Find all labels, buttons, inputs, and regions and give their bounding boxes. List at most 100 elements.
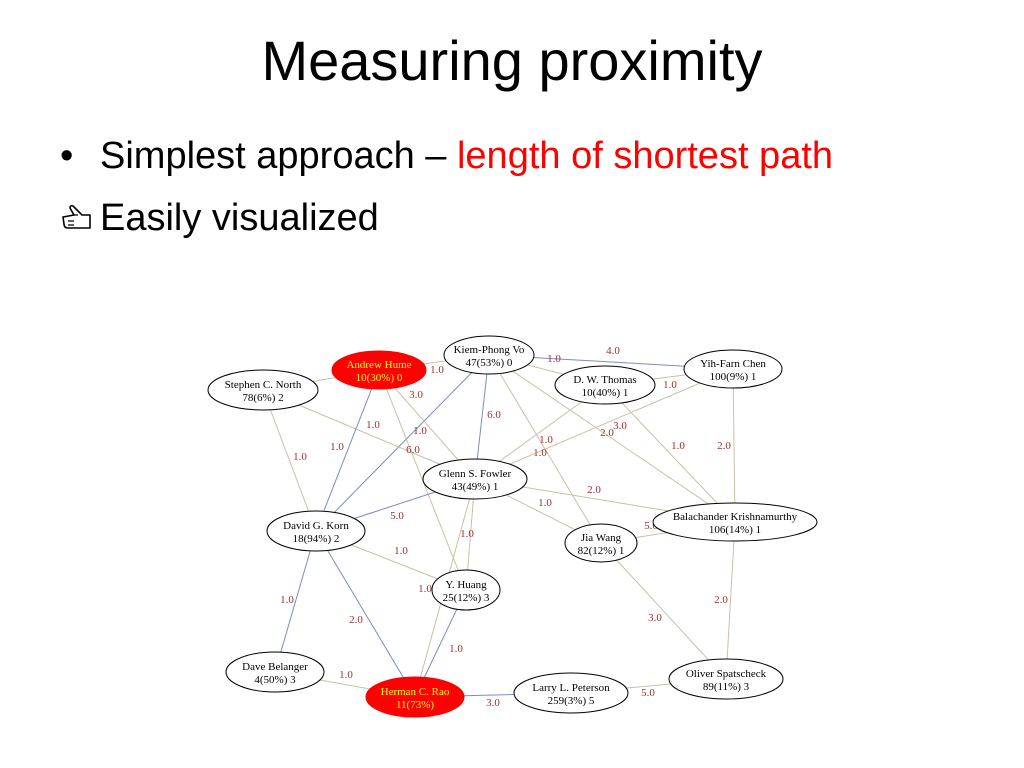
- edge-label-rao-larry: 3.0: [486, 697, 500, 709]
- edge-label-kiem-yih: 4.0: [606, 345, 620, 357]
- node-ellipse-rao: [365, 676, 465, 718]
- edge-label-glenn-korn: 5.0: [390, 510, 404, 522]
- node-name-glenn: Glenn S. Fowler: [439, 468, 512, 480]
- node-name-andrew: Andrew Hume: [346, 359, 411, 371]
- edge-andrew-korn: [315, 369, 380, 532]
- node-ellipse-korn: [266, 510, 366, 552]
- node-stats-rao: 11(73%): [396, 699, 434, 711]
- node-name-thomas: D. W. Thomas: [573, 374, 636, 386]
- node-stats-andrew: 10(30%) 0: [356, 372, 403, 384]
- node-stats-glenn: 43(49%) 1: [452, 481, 499, 493]
- node-ellipse-yih: [683, 349, 783, 389]
- node-name-yih: Yih-Farn Chen: [700, 358, 766, 370]
- node-stats-oliver: 89(11%) 3: [703, 681, 750, 693]
- edge-thomas-bala: [604, 384, 736, 523]
- edge-label-andrew-kiem: 1.0: [430, 364, 444, 376]
- hand-pointing-icon: [60, 198, 100, 241]
- edge-label-kiem-bala: 2.0: [600, 427, 614, 439]
- edge-label-korn-huang: 1.0: [394, 545, 408, 557]
- node-name-huang: Y. Huang: [445, 579, 487, 591]
- node-stats-stephen: 78(6%) 2: [242, 392, 283, 404]
- node-name-stephen: Stephen C. North: [225, 379, 302, 391]
- edge-label-stephen-korn: 1.0: [293, 451, 307, 463]
- edge-kiem-glenn: [474, 354, 490, 480]
- node-stats-jia: 82(12%) 1: [578, 545, 625, 557]
- node-stats-thomas: 10(40%) 1: [582, 387, 629, 399]
- edge-label-glenn-bala: 2.0: [587, 484, 601, 496]
- slide-title: Measuring proximity: [261, 29, 763, 92]
- edge-andrew-huang: [378, 369, 467, 591]
- node-stats-korn: 18(94%) 2: [293, 533, 340, 545]
- bullet-simplest-approach: • Simplest approach – length of shortest …: [60, 135, 833, 178]
- edge-kiem-bala: [488, 354, 736, 523]
- edge-label-glenn-huang: 1.0: [460, 528, 474, 540]
- node-name-larry: Larry L. Peterson: [532, 682, 610, 694]
- node-name-oliver: Oliver Spatscheck: [686, 668, 767, 680]
- edge-label-andrew-glenn: 1.0: [413, 425, 427, 437]
- node-ellipse-andrew: [331, 350, 427, 390]
- edge-label-andrew-huang: 6.0: [406, 444, 420, 456]
- node-ellipse-stephen: [207, 369, 319, 411]
- bullet1-text: Simplest approach –: [100, 135, 457, 177]
- bullet-dot: •: [60, 135, 74, 177]
- edge-label-thomas-yih: 1.0: [663, 379, 677, 391]
- node-ellipse-jia: [564, 523, 638, 563]
- edge-label-kiem-thomas: 1.0: [547, 353, 561, 365]
- node-ellipse-kiem: [443, 335, 535, 375]
- edge-label-korn-dave: 1.0: [280, 594, 294, 606]
- node-ellipse-bala: [652, 502, 818, 542]
- node-ellipse-larry: [513, 672, 629, 714]
- node-name-jia: Jia Wang: [581, 532, 622, 544]
- node-ellipse-thomas: [554, 365, 656, 405]
- node-name-dave: Dave Belanger: [242, 661, 308, 673]
- edge-label-andrew-korn: 1.0: [330, 441, 344, 453]
- edge-jia-oliver: [600, 542, 727, 680]
- edge-kiem-korn: [315, 354, 490, 532]
- node-name-rao: Herman C. Rao: [381, 686, 450, 698]
- edge-label-yih-bala: 2.0: [717, 440, 731, 452]
- bullet1-highlight: length of shortest path: [456, 135, 834, 177]
- edge-bala-oliver: [725, 521, 736, 680]
- edge-label-thomas-glenn: 1.0: [533, 447, 547, 459]
- node-name-korn: David G. Korn: [283, 520, 349, 532]
- edge-label-kiem-glenn: 6.0: [487, 409, 501, 421]
- edge-label-glenn-rao: 1.0: [418, 583, 432, 595]
- node-stats-dave: 4(50%) 3: [254, 674, 296, 686]
- node-stats-yih: 100(9%) 1: [710, 371, 757, 383]
- edge-yih-glenn: [474, 368, 734, 480]
- node-stats-huang: 25(12%) 3: [443, 592, 490, 604]
- edge-label-bala-oliver: 2.0: [714, 594, 728, 606]
- node-stats-bala: 106(14%) 1: [709, 524, 761, 536]
- edge-label-jia-oliver: 3.0: [648, 612, 662, 624]
- edge-label-stephen-glenn: 1.0: [366, 419, 380, 431]
- node-ellipse-oliver: [668, 658, 784, 700]
- edge-yih-bala: [732, 368, 736, 523]
- node-name-kiem: Kiem-Phong Vo: [454, 344, 525, 356]
- edge-label-thomas-bala: 1.0: [671, 440, 685, 452]
- edge-korn-rao: [315, 530, 416, 698]
- edge-label-yih-glenn: 3.0: [613, 420, 627, 432]
- bullet2-text: Easily visualized: [100, 197, 379, 239]
- node-ellipse-glenn: [422, 458, 528, 500]
- edge-label-kiem-jia: 1.0: [539, 434, 553, 446]
- edge-label-dave-rao: 1.0: [339, 669, 353, 681]
- edge-korn-dave: [274, 530, 317, 673]
- edge-label-glenn-jia: 1.0: [538, 497, 552, 509]
- edge-label-korn-rao: 2.0: [349, 614, 363, 626]
- node-name-bala: Balachander Krishnamurthy: [673, 511, 798, 523]
- edge-stephen-korn: [262, 389, 317, 532]
